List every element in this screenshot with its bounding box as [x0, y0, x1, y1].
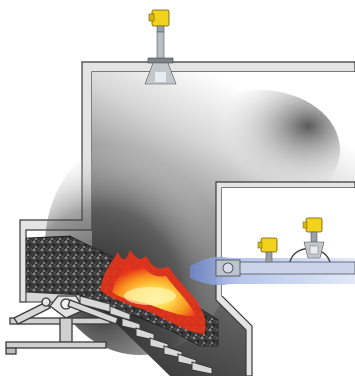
top-level-sensor	[145, 10, 176, 84]
